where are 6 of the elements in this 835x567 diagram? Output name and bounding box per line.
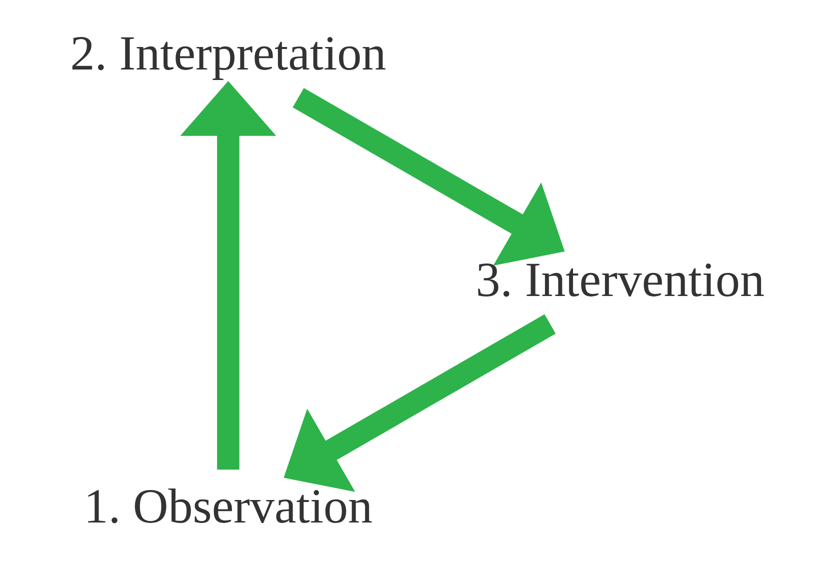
node-text: 1. Observation	[84, 478, 373, 534]
arrow	[292, 88, 565, 266]
arrow	[284, 314, 556, 492]
node-text: 2. Interpretation	[70, 26, 386, 81]
arrow	[180, 81, 276, 470]
node-text: 3. Intervention	[476, 252, 765, 307]
